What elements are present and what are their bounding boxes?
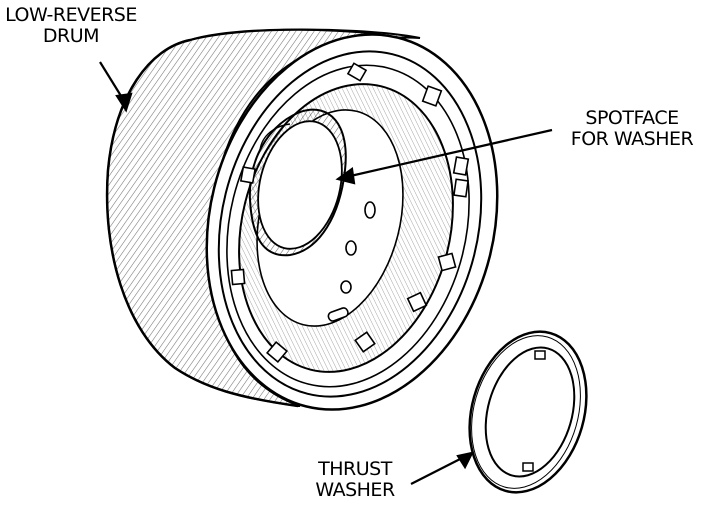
drum-holes [327,201,376,322]
thrust-washer-label: THRUST WASHER [300,459,410,501]
thrust-washer [468,330,588,494]
spline-teeth [230,62,470,363]
leader-lines [99,61,553,485]
washer-arrowhead [456,451,475,470]
spotface-label-line1: SPOTFACE [585,107,679,129]
low-reverse-drum-label: LOW-REVERSE DRUM [0,5,142,47]
spotface-label-line2: FOR WASHER [570,128,694,150]
spotface-arrowhead [335,167,356,185]
drum-arrowhead [115,92,133,113]
spotface-for-washer-label: SPOTFACE FOR WASHER [552,108,712,150]
drum-hub [248,108,404,327]
low-reverse-drum-label-line2: DRUM [42,25,100,47]
thrust-washer-label-line2: WASHER [315,479,395,501]
low-reverse-drum-label-line1: LOW-REVERSE [5,4,137,26]
thrust-washer-label-line1: THRUST [318,458,392,480]
